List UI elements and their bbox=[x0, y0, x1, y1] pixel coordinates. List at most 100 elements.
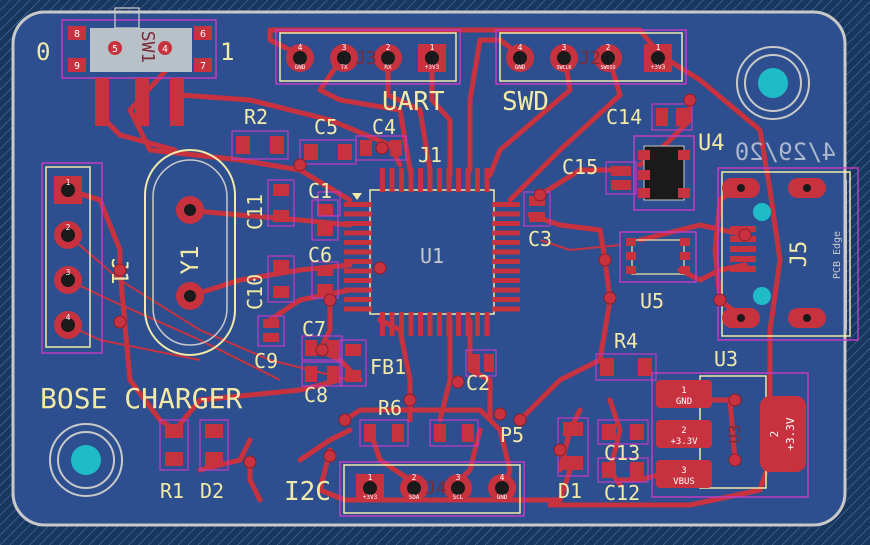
swd-pad-3 bbox=[550, 44, 578, 72]
sw1-pin-9: 9 bbox=[74, 61, 80, 72]
sw1-pin-8: 8 bbox=[74, 29, 80, 40]
sw1-leg-1 bbox=[95, 78, 109, 126]
c8-ref: C8 bbox=[304, 383, 328, 407]
u1-pin-bottom bbox=[389, 312, 395, 336]
sw1-ref: SW1 bbox=[137, 31, 158, 64]
u3-courtyard bbox=[651, 372, 809, 498]
i2c-pad-4 bbox=[488, 474, 516, 502]
y1-inner bbox=[152, 159, 228, 346]
j5-usb-connector[interactable]: J5 PCB Edge bbox=[717, 167, 859, 341]
u1-pin-right bbox=[492, 202, 520, 207]
c7-capacitor bbox=[301, 335, 343, 361]
swd-net-swclk: SWCLK bbox=[556, 65, 571, 71]
u1-pin-bottom bbox=[484, 312, 490, 336]
sw1-pad-6 bbox=[194, 26, 212, 40]
sw1-pin-6: 6 bbox=[200, 29, 206, 40]
j1-pin-2: 2 bbox=[66, 223, 71, 232]
u1-pin-top bbox=[446, 168, 452, 192]
silk-i2c: I2C bbox=[284, 477, 331, 507]
u5-pad-1 bbox=[626, 238, 636, 246]
r6-ref: R6 bbox=[378, 396, 402, 420]
u1-pin-bottom bbox=[465, 312, 471, 336]
sw1-pin-7: 7 bbox=[200, 61, 206, 72]
d2-led bbox=[199, 419, 229, 471]
u5-ic[interactable]: U5 bbox=[619, 231, 697, 313]
sw1-pin-4: 4 bbox=[162, 44, 168, 55]
swd-pad-1 bbox=[644, 44, 672, 72]
u1-mcu[interactable]: U1 bbox=[344, 168, 520, 336]
swd-pin-1: 1 bbox=[656, 43, 661, 52]
r1-resistor bbox=[159, 419, 189, 471]
u3-pad-2 bbox=[656, 420, 712, 448]
c7-ref: C7 bbox=[302, 317, 326, 341]
u5-pad-6 bbox=[680, 266, 690, 274]
u1-pin-left bbox=[344, 268, 372, 274]
swd-net-3v3: +3V3 bbox=[651, 64, 666, 71]
u3-pin-3-net: VBUS bbox=[673, 477, 695, 487]
u1-pin-right bbox=[492, 278, 520, 283]
u1-pin-top bbox=[456, 168, 461, 192]
j1-header[interactable]: 1 2 3 4 bbox=[41, 162, 103, 354]
fb1-ferrite bbox=[339, 339, 367, 387]
u1-top-pins bbox=[380, 168, 490, 192]
i2c-pad-2 bbox=[400, 474, 428, 502]
u1-ref: U1 bbox=[420, 244, 444, 268]
u3-regulator[interactable]: 1 GND 2 +3.3V 3 VBUS 2 +3.3V U3 bbox=[651, 372, 809, 498]
u4-pad-e bbox=[678, 188, 690, 198]
uart-pin-4: 4 bbox=[298, 43, 303, 52]
u1-pin-left bbox=[344, 306, 372, 312]
u1-pin-left bbox=[344, 221, 372, 226]
u3-ref: U3 bbox=[714, 347, 738, 371]
u1-pin-left bbox=[344, 230, 372, 236]
u5-pad-2 bbox=[626, 252, 636, 260]
d1-ref: D1 bbox=[558, 479, 582, 503]
c14-capacitor bbox=[651, 103, 693, 131]
r6-resistor bbox=[359, 419, 409, 447]
c1-ref: C1 bbox=[308, 179, 332, 203]
u4-pad-c bbox=[638, 188, 650, 198]
c12-ref: C12 bbox=[604, 481, 640, 505]
uart-pin-1: 1 bbox=[430, 43, 435, 52]
uart-header[interactable]: 4 3 2 1 GND TX RX +3V3 J3 bbox=[275, 29, 461, 85]
j5-hole-br bbox=[803, 314, 811, 322]
swd-pin-4: 4 bbox=[518, 43, 523, 52]
u4-ic[interactable]: U4 bbox=[633, 131, 725, 211]
u1-pin-right bbox=[492, 221, 520, 226]
i2c-header[interactable]: 1 2 3 4 +3V3 SDA SCL GND J4 bbox=[339, 461, 525, 517]
c5-ref: C5 bbox=[314, 115, 338, 139]
u1-pin-bottom bbox=[418, 312, 423, 336]
swd-pin-3: 3 bbox=[562, 43, 567, 52]
u4-ref: U4 bbox=[698, 131, 725, 156]
y1-crystal[interactable]: Y1 bbox=[144, 149, 236, 356]
j1-courtyard bbox=[41, 162, 103, 354]
i2c-net-sda: SDA bbox=[409, 494, 420, 501]
u1-pin-top bbox=[380, 168, 385, 192]
c6-capacitor bbox=[311, 199, 339, 241]
sw1-pad-8 bbox=[68, 26, 86, 40]
mounting-hole-top-right bbox=[736, 46, 810, 120]
u1-pin-top bbox=[427, 168, 433, 192]
sw1-leg-2 bbox=[135, 78, 149, 126]
i2c-net-3v3: +3V3 bbox=[363, 494, 378, 501]
u5-pad-4 bbox=[680, 238, 690, 246]
silk-pcb-edge: PCB Edge bbox=[832, 231, 843, 279]
u1-pin-top bbox=[484, 168, 490, 192]
sw1-footprint[interactable]: 8 5 4 6 9 7 SW1 bbox=[61, 7, 217, 126]
u1-pin-left bbox=[344, 259, 372, 264]
c13-capacitor bbox=[597, 419, 649, 445]
j1-mcu-ref: J1 bbox=[418, 143, 442, 167]
j1-pin-4: 4 bbox=[66, 313, 71, 322]
j5-ref: J5 bbox=[787, 241, 812, 268]
u1-pin-top bbox=[475, 168, 480, 192]
r4-resistor bbox=[595, 353, 657, 381]
silk-sw-pos1: 1 bbox=[220, 38, 234, 66]
u5-pad-3 bbox=[626, 266, 636, 274]
j1-pad-3 bbox=[54, 266, 82, 294]
c10-capacitor bbox=[267, 255, 295, 303]
c12-capacitor bbox=[597, 457, 649, 483]
silk-board-title: BOSE CHARGER bbox=[40, 382, 242, 415]
swd-header[interactable]: 4 3 2 1 GND SWCLK SWDIO +3V3 J2 bbox=[495, 29, 687, 85]
d2-ref: D2 bbox=[200, 479, 224, 503]
i2c-pin-3: 3 bbox=[456, 473, 461, 482]
